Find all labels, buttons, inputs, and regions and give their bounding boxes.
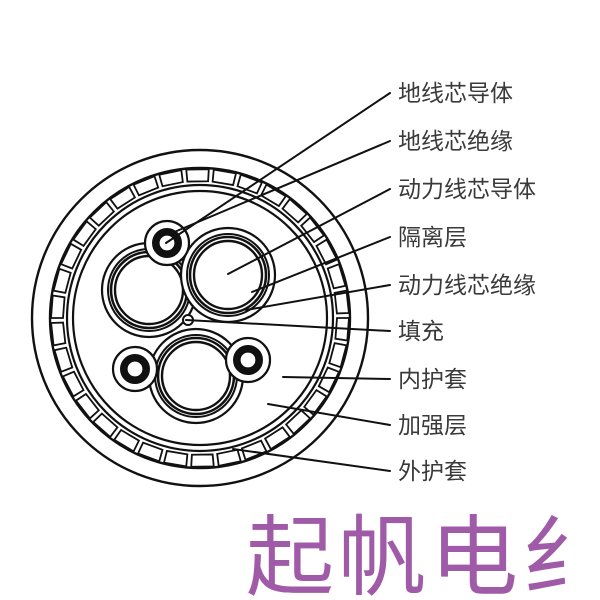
power-core-conductor: [113, 254, 185, 326]
armor-dash: [53, 346, 74, 374]
armor-dash: [72, 220, 97, 248]
cable-body: [30, 148, 370, 488]
leader-line-armor-layer: [267, 403, 391, 426]
label-isolation-layer: 隔离层: [398, 224, 467, 250]
ground-core-conductor: [120, 354, 150, 384]
ground-core-2: [224, 336, 272, 384]
label-inner-sheath: 内护套: [398, 366, 467, 392]
armor-dash: [108, 185, 137, 210]
label-power-insulation: 动力线芯绝缘: [398, 272, 536, 298]
power-core-conductor: [160, 340, 232, 412]
leader-lines: [165, 92, 391, 472]
armor-dash: [315, 238, 339, 266]
power-core-2: [179, 226, 277, 324]
armor-dash: [61, 370, 85, 398]
label-power-conductor: 动力线芯导体: [398, 176, 536, 202]
armor-dash: [50, 294, 66, 319]
label-ground-insulation: 地线芯绝缘: [398, 128, 513, 154]
leader-line-isolation-layer: [251, 236, 391, 293]
armor-dash: [263, 426, 292, 451]
armor-dash: [190, 453, 215, 468]
armor-dash: [303, 388, 328, 416]
armor-dash: [91, 412, 119, 439]
armor-dash: [158, 169, 184, 188]
label-ground-conductor: 地线芯导体: [398, 80, 513, 106]
armor-dash: [59, 242, 83, 270]
inner-sheath-outer-edge: [65, 183, 335, 453]
armor-dash: [162, 449, 189, 468]
ground-core-conductor-bore: [239, 351, 257, 369]
leader-line-outer-sheath: [232, 448, 391, 472]
ground-core-conductor: [152, 228, 182, 258]
armor-dash: [132, 174, 160, 197]
leader-line-power-conductor: [227, 188, 391, 275]
armor-dash: [240, 439, 268, 462]
armor-dash: [52, 267, 72, 294]
armor-dash: [333, 289, 350, 315]
leader-line-ground-conductor: [165, 92, 391, 244]
armor-dash: [211, 168, 238, 187]
armor-dash: [326, 262, 347, 290]
leader-line-inner-sheath: [282, 376, 391, 380]
armor-dash: [281, 197, 309, 224]
label-filler: 填充: [398, 318, 444, 344]
leader-line-filler: [185, 319, 391, 332]
armor-dash: [300, 216, 326, 244]
armor-dash: [74, 392, 100, 420]
ground-core-3: [111, 345, 159, 393]
armor-dash: [136, 441, 164, 463]
armor-dash: [50, 321, 67, 347]
power-core-conductor: [192, 239, 264, 311]
armor-dash: [259, 183, 288, 208]
ground-core-conductor-bore: [126, 360, 144, 378]
power-core-3: [147, 327, 245, 425]
armor-dash: [334, 317, 350, 342]
armor-dash: [88, 200, 116, 227]
ground-core-conductor: [233, 345, 263, 375]
armor-dash: [216, 448, 242, 467]
label-outer-sheath: 外护套: [398, 458, 467, 484]
armor-dash: [112, 428, 141, 453]
leader-line-power-insulation: [245, 284, 391, 311]
label-armor-layer: 加强层: [398, 412, 467, 438]
armor-layer-band: [50, 168, 350, 468]
armor-dash: [328, 342, 348, 369]
armor-dash: [284, 409, 312, 436]
leader-line-ground-insulation: [171, 140, 391, 234]
armor-dash: [317, 366, 341, 394]
armor-dash: [185, 168, 210, 183]
armor-dash: [236, 173, 264, 195]
